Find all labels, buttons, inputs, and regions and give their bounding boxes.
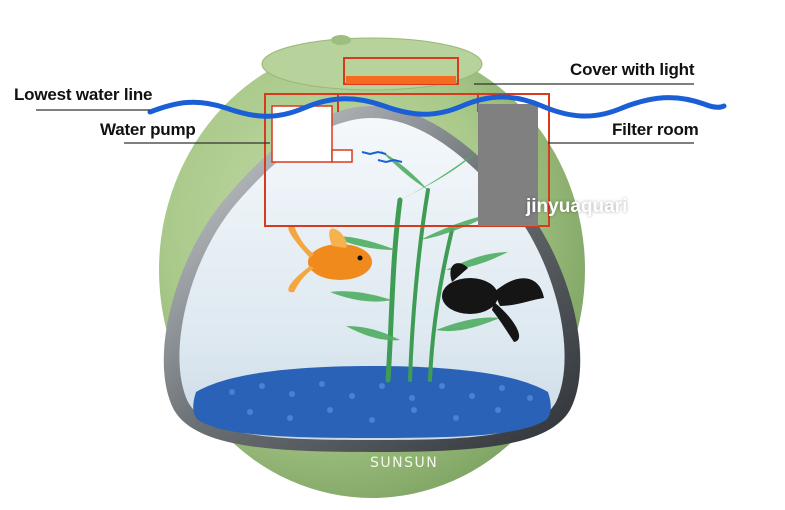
goldfish xyxy=(288,225,372,293)
black-moor-fish xyxy=(442,263,544,342)
gravel-bed xyxy=(193,366,551,438)
viewing-window-water xyxy=(179,118,565,440)
pump-outlet xyxy=(331,149,353,163)
aquatic-plant xyxy=(385,188,454,383)
label-cover-with-light: Cover with light xyxy=(570,60,695,79)
leader-lines xyxy=(36,83,694,144)
ripple-marks xyxy=(361,150,403,164)
brand-logo-text: SUNSUN xyxy=(370,455,439,471)
light-panel xyxy=(346,76,456,84)
filter-room xyxy=(478,104,538,226)
watermark: jinyuaquari xyxy=(526,196,628,217)
gravel-pebbles xyxy=(229,381,533,423)
lid-knob xyxy=(331,35,351,45)
label-water-pump: Water pump xyxy=(100,120,196,139)
label-lowest-water-line: Lowest water line xyxy=(14,85,153,104)
label-filter-room: Filter room xyxy=(612,120,699,139)
lowest-water-line xyxy=(147,94,727,119)
